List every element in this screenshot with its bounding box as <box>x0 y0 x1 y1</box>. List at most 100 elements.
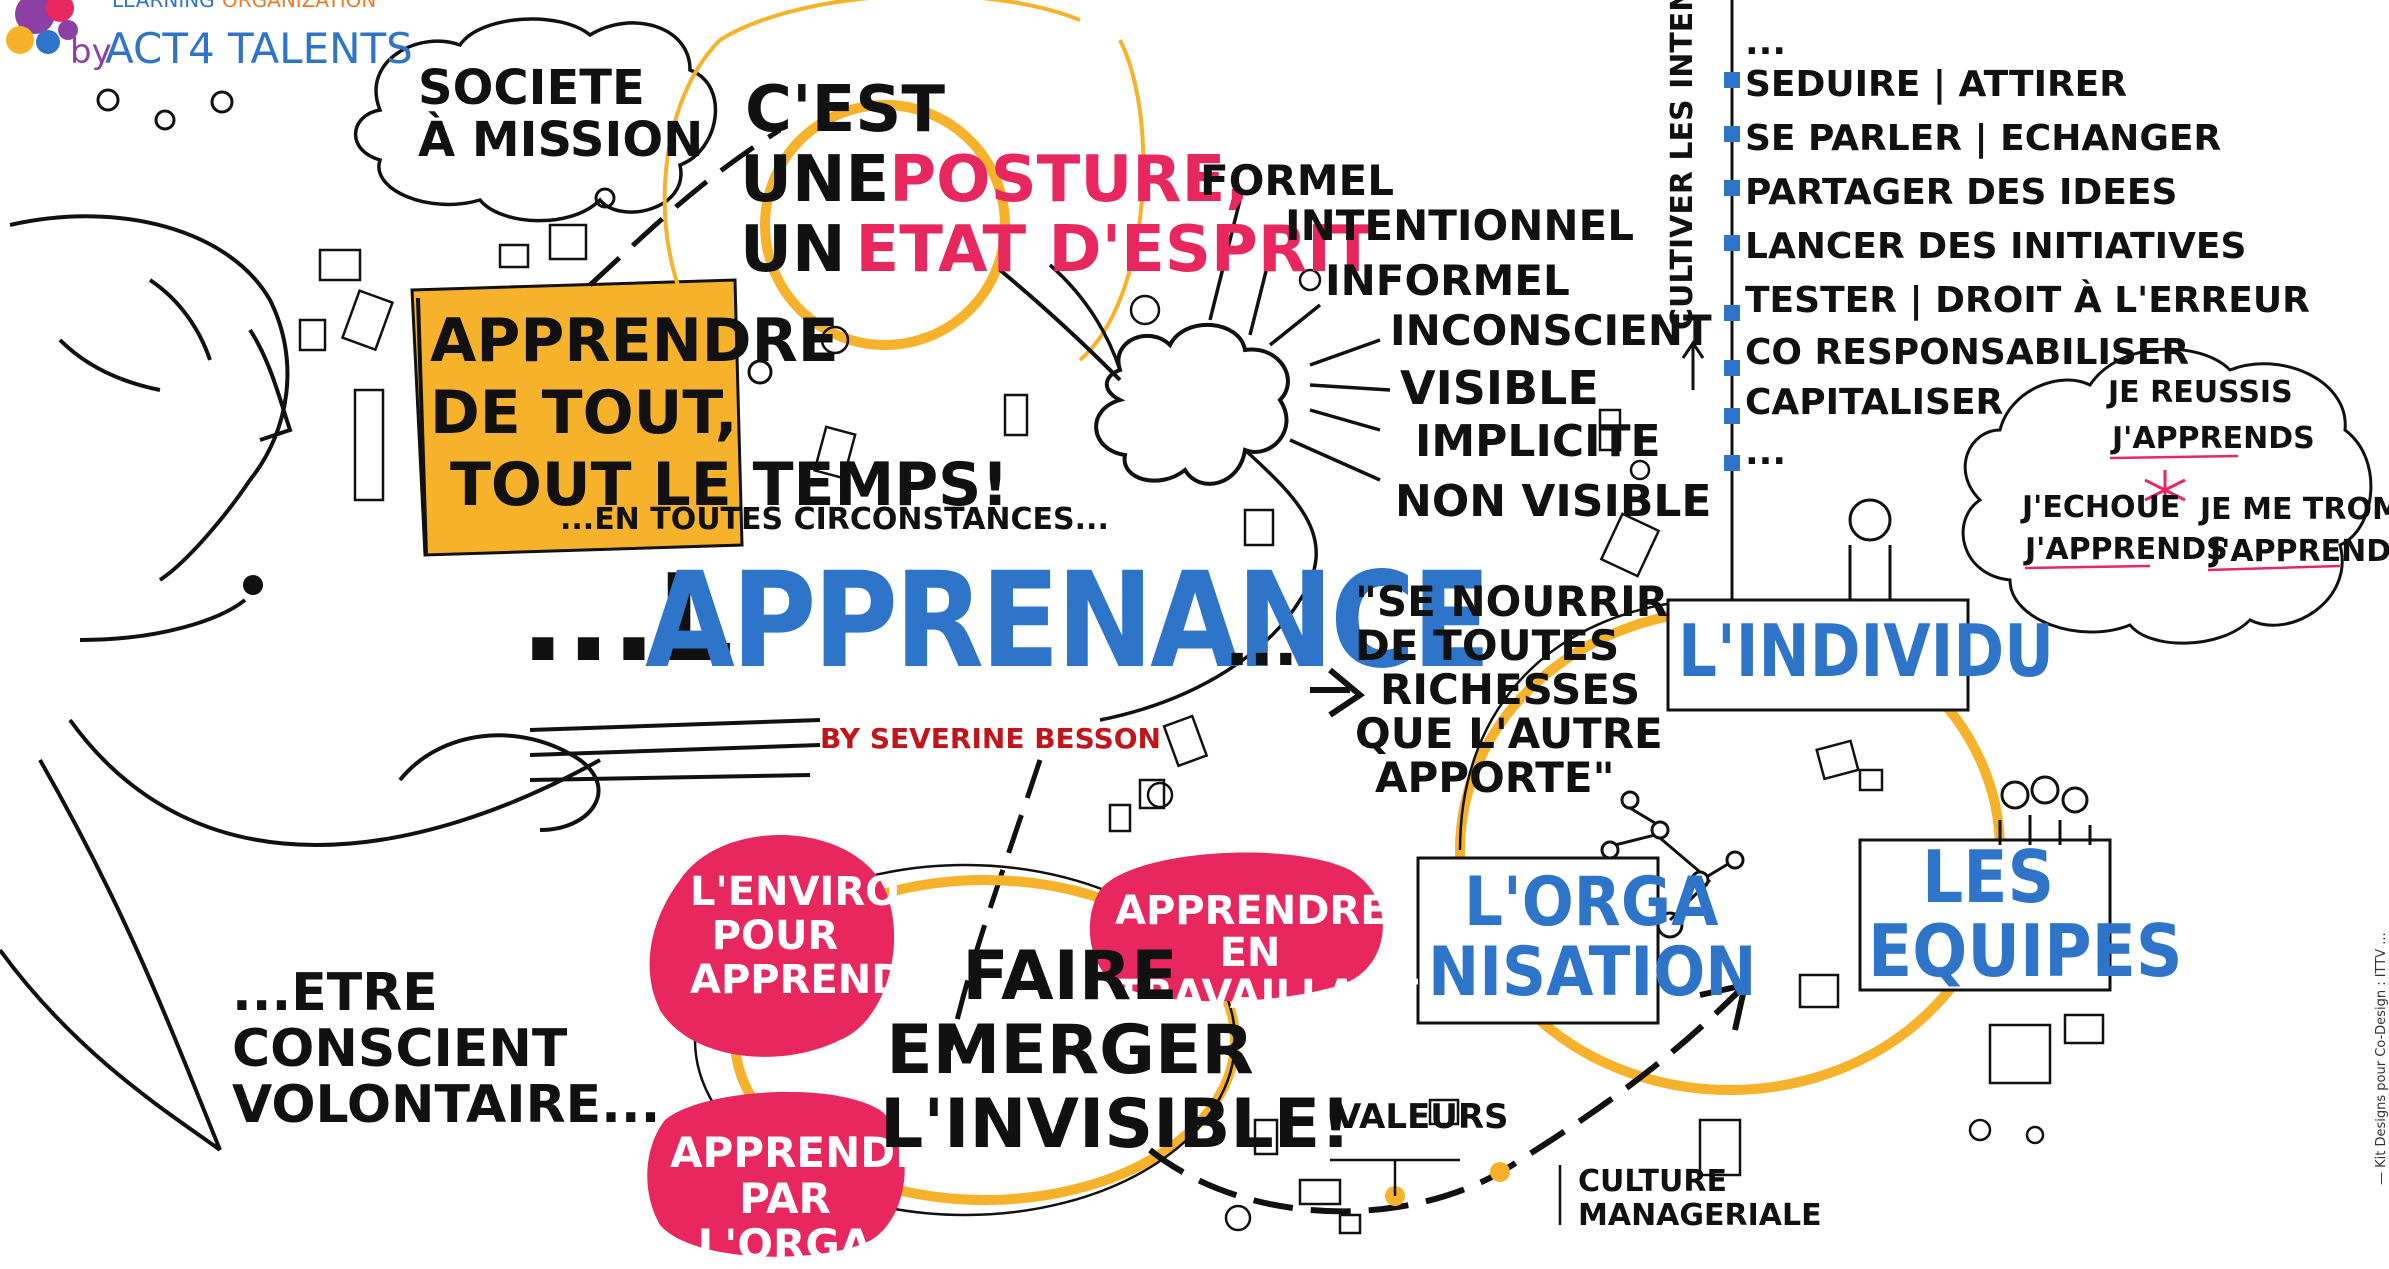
individu-box <box>1666 598 1970 712</box>
mode-intentionnel: INTENTIONNEL <box>1285 201 1635 250</box>
reussis-apprends: J'APPRENDS <box>2112 421 2315 456</box>
emerger-line: L'INVISIBLE! <box>880 1085 1352 1164</box>
team-icon <box>1998 775 2092 845</box>
orga-blob-line: PAR L'ORGA <box>697 1174 873 1269</box>
quote-line: RICHESSES <box>1380 665 1641 714</box>
title-byline: BY SEVERINE BESSON <box>820 722 1161 755</box>
orange-box-text: APPRENDRE DE TOUT, TOUT LE TEMPS! <box>430 305 1009 521</box>
mode-non-visible: NON VISIBLE <box>1395 476 1712 527</box>
travaillant-line: APPRENDRE <box>1115 888 1388 934</box>
equipes-line2: EQUIPES <box>1868 909 2183 993</box>
posture-etat: ETAT D'ESPRIT <box>855 213 1375 287</box>
mode-visible: VISIBLE <box>1400 361 1599 415</box>
posture-line1: C'EST <box>745 73 946 147</box>
etre-line: VOLONTAIRE... <box>232 1075 661 1135</box>
intention-item: CAPITALISER <box>1745 382 2004 423</box>
orange-line1: APPRENDRE <box>430 306 839 376</box>
blob-enviro-text: L'ENVIRO POUR APPRENDRE <box>690 869 963 1003</box>
mode-implicite: IMPLICITE <box>1415 416 1661 467</box>
mode-inconscient: INCONSCIENT <box>1390 306 1712 355</box>
quote-text: "SE NOURRIR DE TOUTES RICHESSES QUE L'AU… <box>1355 580 1668 800</box>
intention-item: TESTER | DROIT À L'ERREUR <box>1745 280 2310 321</box>
quote-line: QUE L'AUTRE <box>1355 709 1663 758</box>
culture-label: CULTURE MANAGERIALE <box>1578 1165 1822 1233</box>
societe-text: SOCIETE À MISSION <box>418 62 703 166</box>
logo-line1-b: ORGANIZATION <box>222 0 377 12</box>
intentions-list: ... SEDUIRE | ATTIRER SE PARLER | ECHANG… <box>1745 22 2310 478</box>
etre-line: ...ETRE <box>232 963 438 1023</box>
equipes-box <box>1858 838 2112 992</box>
quote-line: "SE NOURRIR <box>1355 577 1669 626</box>
quote-line: DE TOUTES <box>1355 621 1620 670</box>
circonstances-text: ...EN TOUTES CIRCONSTANCES... <box>560 502 1109 537</box>
orga-blob-line: APPRENDRE <box>670 1128 957 1177</box>
intention-item: CO RESPONSABILISER <box>1745 332 2190 373</box>
trompe-apprends: J'APPRENDS <box>2210 534 2389 569</box>
individu-label: L'INDIVIDU <box>1678 609 2054 693</box>
orga-line1: L'ORGA <box>1464 863 1719 942</box>
societe-cloud <box>353 17 718 223</box>
right-cloud <box>1961 347 2373 645</box>
intention-item: SEDUIRE | ATTIRER <box>1745 64 2127 105</box>
echoue-apprends: J'APPRENDS <box>2025 532 2228 567</box>
intention-item: LANCER DES INITIATIVES <box>1745 226 2247 267</box>
organisation-label: L'ORGA NISATION <box>1428 868 1756 1008</box>
orange-line3: TOUT LE TEMPS! <box>450 450 1009 520</box>
intention-item: ... <box>1745 432 1787 473</box>
apprends-underlines <box>2024 454 2341 572</box>
posture-un: UN <box>740 213 846 287</box>
thought-bubbles <box>96 88 773 385</box>
equipes-label: LES EQUIPES <box>1868 840 2183 988</box>
etre-text: ...ETRE CONSCIENT VOLONTAIRE... <box>232 965 660 1133</box>
valeurs-label: VALEURS <box>1335 1097 1509 1137</box>
echoue-text: J'ECHOUE <box>2022 490 2181 525</box>
enviro-line: L'ENVIRO <box>690 869 900 915</box>
title-main: APPRENANCE <box>645 544 1491 698</box>
quote-line: APPORTE" <box>1375 753 1615 802</box>
network-icon <box>1600 790 1745 939</box>
character-figure <box>0 214 821 1152</box>
enviro-line: APPRENDRE <box>690 957 963 1003</box>
enviro-line: POUR <box>711 913 839 959</box>
etre-line: CONSCIENT <box>232 1019 568 1079</box>
posture-word: POSTURE, <box>889 143 1250 217</box>
intention-item: ... <box>1745 22 1787 63</box>
logo-line2-a: by <box>70 32 112 72</box>
societe-line1: SOCIETE <box>418 60 645 116</box>
signature-text: — Kit Designs pour Co-Design : ITTV ... <box>2374 932 2389 1185</box>
logo-line2-b: ACT4 TALENTS <box>105 24 413 73</box>
center-bottom-text: FAIRE EMERGER L'INVISIBLE! <box>880 937 1352 1164</box>
blob-travaillant <box>1089 852 1383 1002</box>
trompe-text: JE ME TROMPE <box>2200 492 2389 527</box>
intention-item: PARTAGER DES IDEES <box>1745 172 2178 213</box>
posture-une: UNE <box>740 143 890 217</box>
logo-mark <box>6 0 78 54</box>
posture-sun <box>662 0 1146 362</box>
logo-line1-a: LEARNING <box>112 0 215 12</box>
organisation-box <box>1416 856 1660 1025</box>
blob-orga <box>647 1091 905 1257</box>
person-icon <box>1848 498 1892 600</box>
intention-markers <box>1724 72 1740 471</box>
intention-item: SE PARLER | ECHANGER <box>1745 118 2222 159</box>
asterisk-icon <box>2144 470 2186 510</box>
blob-enviro <box>649 835 895 1057</box>
mode-arrows <box>1048 199 1391 482</box>
central-cloud <box>1094 322 1290 486</box>
blob-travaillant-text: APPRENDRE EN TRAVAILLANT <box>1115 888 1419 1018</box>
societe-line2: À MISSION <box>418 112 704 168</box>
culture-line: MANAGERIALE <box>1578 1198 1822 1233</box>
title-suffix: ... <box>1225 607 1298 681</box>
title-prefix: ...L' <box>520 550 770 689</box>
blob-orga-text: APPRENDRE PAR L'ORGA <box>670 1128 957 1269</box>
emerger-line: FAIRE <box>962 937 1178 1016</box>
orga-line2: NISATION <box>1428 933 1757 1012</box>
reussis-text: JE REUSSIS <box>2108 375 2293 410</box>
equipes-line1: LES <box>1922 835 2055 919</box>
intentions-axis-label: CULTIVER LES INTENTIONS <box>1665 0 1700 330</box>
travaillant-line: EN TRAVAILLANT <box>1115 930 1419 1018</box>
mode-informel: INFORMEL <box>1325 256 1570 305</box>
culture-line: CULTURE <box>1578 1164 1727 1199</box>
